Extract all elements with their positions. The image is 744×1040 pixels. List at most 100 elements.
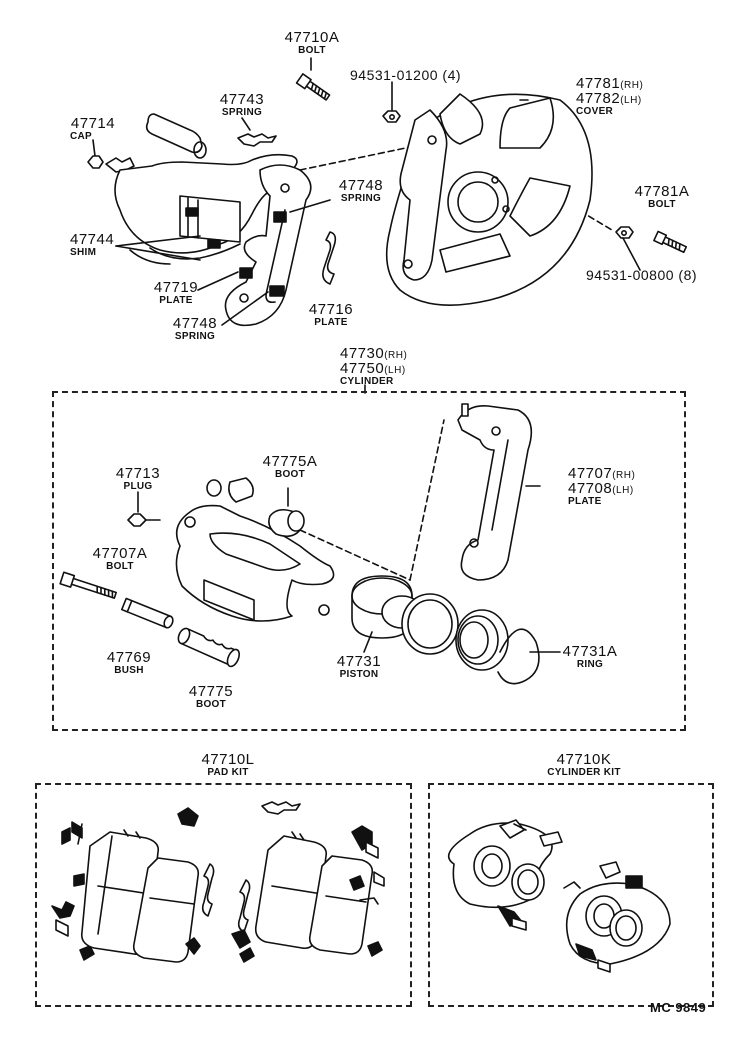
plate-47707 — [457, 403, 533, 581]
part-number: 47775 — [188, 683, 234, 700]
bolt-47710A — [295, 73, 331, 101]
part-number: 47744 — [70, 231, 115, 248]
part-number: 47731A — [562, 643, 618, 660]
part-number: 47710K — [556, 751, 612, 768]
spring-47743 — [237, 117, 277, 147]
part-number: 47710L — [201, 751, 255, 768]
part-number-lh: 47782 — [576, 90, 621, 107]
label-47716: 47716 PLATE — [306, 302, 356, 328]
part-name: BOLT — [106, 561, 134, 572]
cylinder-kit-parts — [447, 819, 671, 973]
cap-47714 — [87, 139, 104, 169]
piston-boot — [455, 609, 509, 671]
part-name: CAP — [70, 131, 93, 142]
label-47775A: 47775A BOOT — [260, 454, 320, 480]
diagram-code: MC 9849 — [650, 1000, 707, 1015]
label-47781-47782: 47781(RH) 47782(LH) COVER — [576, 76, 643, 117]
leader-47748a — [289, 199, 331, 213]
pad-kit-box — [35, 783, 412, 1007]
label-47731A: 47731A RING — [560, 644, 620, 670]
part-number-lh: 47708 — [568, 480, 613, 497]
label-94531-01200: 94531-01200 (4) — [350, 68, 461, 82]
part-number: 47707A — [92, 545, 148, 562]
part-number-rh: 47707 — [568, 465, 613, 482]
label-47769: 47769 BUSH — [106, 650, 152, 676]
label-94531-00800: 94531-00800 (8) — [586, 268, 697, 282]
leader-47744b — [115, 245, 201, 261]
cylinder-body — [175, 477, 335, 622]
part-number-rh: 47781 — [576, 75, 621, 92]
label-47707-47708: 47707(RH) 47708(LH) PLATE — [568, 466, 635, 507]
suffix-lh: (LH) — [384, 365, 406, 376]
part-name: CYLINDER — [340, 376, 394, 387]
part-number: 47714 — [70, 115, 116, 132]
label-47714: 47714 CAP — [70, 116, 116, 142]
leader-47744a — [115, 235, 201, 247]
part-name: SHIM — [70, 247, 97, 258]
part-name: PISTON — [339, 669, 379, 680]
nut-94531-01200 — [382, 81, 401, 123]
part-name: PLUG — [123, 481, 153, 492]
suffix-rh: (RH) — [384, 350, 408, 361]
label-47731: 47731 PISTON — [334, 654, 384, 680]
part-number: 47719 — [153, 279, 199, 296]
mount-line-1 — [299, 144, 421, 171]
suffix-lh: (LH) — [612, 485, 634, 496]
plug-47713 — [127, 491, 161, 527]
label-47710K: 47710K CYLINDER KIT — [536, 752, 632, 778]
part-number: 47748 — [172, 315, 218, 332]
bolt-47707A — [59, 571, 117, 599]
label-47710A: 47710A BOLT — [284, 30, 340, 56]
ring-47731A — [497, 628, 540, 685]
part-number: 47713 — [115, 465, 161, 482]
part-name: PLATE — [314, 317, 348, 328]
part-name: PLATE — [159, 295, 193, 306]
label-47719: 47719 PLATE — [152, 280, 200, 306]
piston-seal — [401, 593, 459, 655]
cylinder-group-box — [52, 391, 686, 731]
suffix-rh: (RH) — [620, 80, 644, 91]
part-number: 47775A — [262, 453, 318, 470]
bush-47769 — [120, 597, 174, 629]
plate-line — [409, 419, 445, 581]
leader-47719 — [197, 271, 239, 291]
label-47707A: 47707A BOLT — [90, 546, 150, 572]
part-number: 47748 — [338, 177, 384, 194]
part-number: 94531-01200 (4) — [350, 67, 462, 83]
label-47781A: 47781A BOLT — [634, 184, 690, 210]
dust-cover-47781 — [385, 93, 593, 306]
label-47775: 47775 BOOT — [188, 684, 234, 710]
suffix-rh: (RH) — [612, 470, 636, 481]
part-number: 47781A — [634, 183, 690, 200]
label-47730-47750: 47730(RH) 47750(LH) CYLINDER — [340, 346, 407, 387]
part-number: 94531-00800 (8) — [586, 267, 698, 283]
part-name: BOOT — [274, 469, 306, 480]
part-name: SPRING — [340, 193, 382, 204]
leader-47748b — [221, 291, 269, 326]
assembly-line — [299, 529, 411, 581]
part-name: SPRING — [221, 107, 263, 118]
part-name: BOLT — [298, 45, 326, 56]
suffix-lh: (LH) — [620, 95, 642, 106]
part-number: 47710A — [284, 29, 340, 46]
part-number: 47731 — [336, 653, 382, 670]
part-number: 47743 — [219, 91, 265, 108]
part-name: SPRING — [174, 331, 216, 342]
label-47748-upper: 47748 SPRING — [336, 178, 386, 204]
boot-47775 — [177, 627, 240, 668]
part-number: 47716 — [308, 301, 354, 318]
part-number-lh: 47750 — [340, 360, 385, 377]
boot-47775A — [268, 487, 305, 538]
label-47743: 47743 SPRING — [218, 92, 266, 118]
part-name: BUSH — [114, 665, 144, 676]
label-47744: 47744 SHIM — [70, 232, 114, 258]
label-47748-lower: 47748 SPRING — [170, 316, 220, 342]
bolt-47781A — [653, 230, 688, 254]
part-name: BOOT — [195, 699, 227, 710]
part-name: CYLINDER KIT — [547, 767, 621, 778]
part-name: PAD KIT — [207, 767, 249, 778]
part-name: RING — [576, 659, 604, 670]
part-number-rh: 47730 — [340, 345, 385, 362]
plate-47716 — [322, 231, 337, 285]
